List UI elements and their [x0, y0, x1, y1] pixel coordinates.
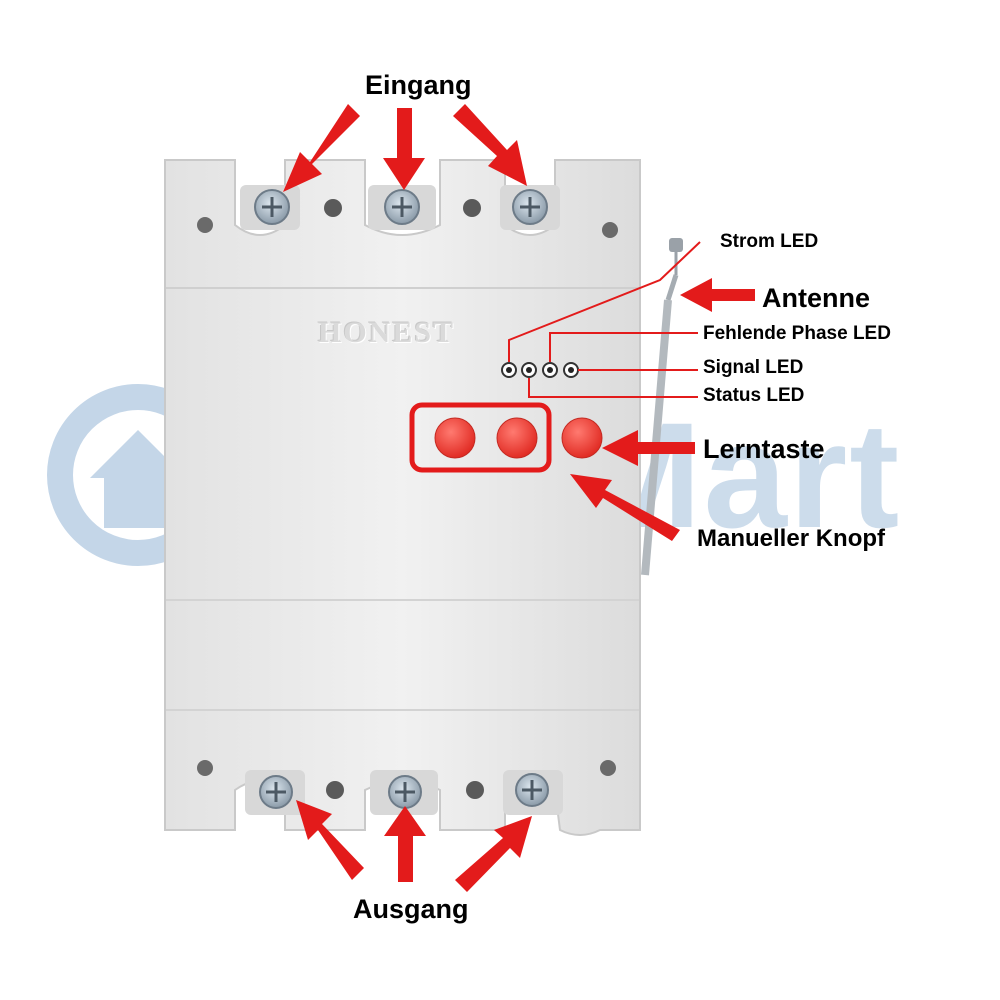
manual-button-1 [434, 417, 476, 459]
label-antenna: Antenne [762, 283, 870, 313]
arrow-icon [570, 474, 680, 541]
arrow-icon [602, 430, 695, 466]
screw-icon [259, 775, 293, 809]
antenna-icon [641, 238, 683, 576]
screw-icon [384, 189, 420, 225]
label-status-led: Status LED [703, 385, 805, 406]
label-power-led: Strom LED [720, 231, 819, 252]
signal-led [563, 362, 579, 378]
label-missing-phase-led: Fehlende Phase LED [703, 323, 891, 344]
label-manual-button: Manueller Knopf [697, 525, 886, 552]
missing-phase-led [542, 362, 558, 378]
manual-button-highlight [409, 402, 552, 473]
arrow-icon [283, 104, 527, 192]
maker-logo: HONEST [318, 316, 456, 349]
learn-button [561, 417, 603, 459]
power-led [501, 362, 517, 378]
arrow-icon [680, 278, 755, 312]
label-learn-button: Lerntaste [703, 434, 825, 464]
screw-icon [254, 189, 290, 225]
label-output: Ausgang [353, 894, 469, 924]
label-input: Eingang [365, 70, 472, 100]
label-signal-led: Signal LED [703, 357, 804, 378]
manual-button-2 [496, 417, 538, 459]
screw-icon [512, 189, 548, 225]
screw-icon [515, 773, 549, 807]
status-led [521, 362, 537, 378]
screw-icon [388, 775, 422, 809]
arrow-icon [296, 800, 532, 892]
